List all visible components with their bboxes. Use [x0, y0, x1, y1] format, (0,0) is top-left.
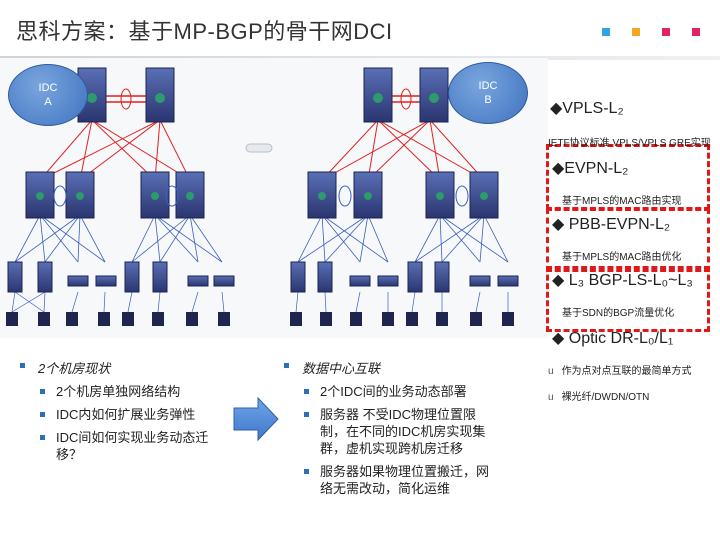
left-core-agg-links	[39, 119, 191, 181]
brand-dot	[692, 28, 700, 36]
slide-title: 思科方案：基于MP-BGP的骨干网DCI	[16, 19, 393, 44]
right-core-peer-link	[392, 95, 420, 103]
brand-dot	[662, 28, 670, 36]
dci-link-connector	[245, 143, 273, 153]
item-vpls-sub: IETF协议标准,VPLS/VPLS GRE实现	[548, 138, 711, 149]
idc-a-cloud: IDC A	[8, 64, 88, 126]
list-item: IDC间如何实现业务动态迁移？	[20, 429, 216, 463]
dashbox-bgp-ls	[546, 266, 710, 332]
dci-list: 数据中心互联 2个IDC间的业务动态部署 服务器 不受IDC物理位置限制，在不同…	[284, 358, 524, 503]
right-core-switch-2	[419, 67, 449, 123]
dashbox-pbb-evpn	[546, 208, 710, 272]
item-optic-head: ◆ Optic DR-L₀/L₁	[552, 330, 674, 347]
brand-dot	[602, 28, 610, 36]
list-item: 2个IDC间的业务动态部署	[284, 383, 524, 400]
item-pbb-head: ◆ PBB-EVPN-L₂	[552, 216, 671, 233]
server-links	[11, 291, 509, 313]
item-bgpls-sub: 基于SDN的BGP流量优化	[562, 308, 675, 319]
item-pbb-sub: 基于MPLS的MAC路由优化	[562, 252, 682, 263]
idc-a-label: IDC	[38, 82, 58, 94]
brand-dots	[602, 28, 700, 36]
idc-a-letter: A	[44, 96, 52, 108]
left-core-peer-link	[106, 95, 146, 103]
item-vpls-head: ◆VPLS-L₂	[550, 100, 624, 117]
bullet-text: 作为点对点互联的最简单方式	[561, 366, 692, 377]
item-bgpls-head: ◆ L₃ BGP-LS-L₀~L₃	[552, 272, 693, 289]
bullet-text: 裸光纤/DWDN/OTN	[561, 392, 650, 403]
right-core-agg-links	[321, 119, 485, 181]
list-item: 服务器 不受IDC物理位置限制，在不同的IDC机房实现集群，虚机实现跨机房迁移	[284, 406, 500, 457]
list-heading: 数据中心互联	[284, 358, 524, 377]
right-core-switch-1	[363, 67, 393, 123]
list-heading: 2个机房现状	[20, 358, 260, 377]
access-switches	[7, 261, 519, 293]
idc-b-cloud: IDC B	[448, 62, 528, 124]
item-evpn-sub: 基于MPLS的MAC路由实现	[562, 196, 682, 207]
current-state-list: 2个机房现状 2个机房单独网络结构 IDC内如何扩展业务弹性 IDC间如何实现业…	[20, 358, 260, 469]
list-item: 2个机房单独网络结构	[20, 383, 260, 400]
bullet-fiber: u 裸光纤/DWDN/OTN	[548, 388, 649, 403]
agg-switch-leds	[36, 192, 488, 200]
server-racks	[6, 312, 514, 326]
left-core-switch-2	[145, 67, 175, 123]
list-item: 服务器如果物理位置搬迁，网络无需改动，简化运维	[284, 463, 500, 497]
right-agg-access-links	[297, 214, 509, 263]
brand-dot	[632, 28, 640, 36]
agg-peer-rings	[53, 185, 469, 207]
idc-b-label: IDC	[478, 80, 498, 92]
bullet-marker: u	[548, 366, 554, 377]
left-agg-access-links	[14, 214, 223, 263]
list-item: IDC内如何扩展业务弹性	[20, 406, 260, 423]
right-arrow-icon	[233, 396, 279, 442]
bullet-p2p: u 作为点对点互联的最简单方式	[548, 362, 692, 377]
item-evpn-head: ◆EVPN-L₂	[552, 160, 629, 177]
idc-b-letter: B	[484, 94, 492, 106]
bullet-marker: u	[548, 392, 554, 403]
